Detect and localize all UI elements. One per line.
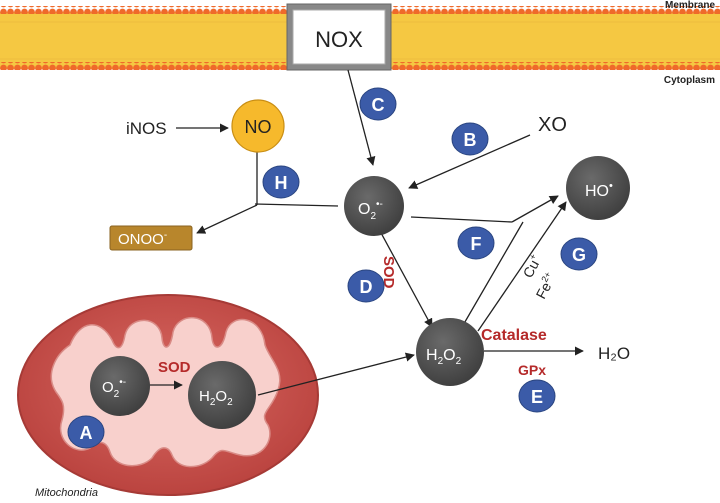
water-label: H₂O (598, 344, 630, 363)
xo-label: XO (538, 114, 567, 136)
marker-d: D (347, 269, 385, 303)
copper-label: Cu+ (519, 252, 545, 280)
iron-label: Fe2+ (532, 270, 560, 301)
nox-to-superoxide-arrow (347, 69, 376, 166)
hydroxyl-radical-node: HO• (566, 156, 630, 220)
marker-b: B (451, 122, 489, 156)
h2o2-to-junction2-line (461, 221, 524, 328)
svg-text:F: F (471, 234, 482, 254)
mito-superoxide-node: O2•- (90, 356, 150, 416)
cytoplasm-label: Cytoplasm (664, 75, 715, 86)
svg-text:H: H (275, 173, 288, 193)
junction2-to-hydroxyl-arrow (511, 195, 559, 223)
superoxide-node: O2•- (344, 176, 404, 236)
membrane-label: Membrane (665, 0, 715, 11)
svg-text:G: G (572, 245, 586, 265)
no-label: NO (245, 117, 272, 137)
inos-label: iNOS (126, 119, 167, 138)
pathway-arrows (148, 69, 584, 396)
mito-h2o2-label: H2O2 (199, 388, 233, 408)
mitochondria-label: Mitochondria (35, 487, 98, 499)
h2o2-label: H2O2 (426, 347, 462, 367)
mito-superoxide-label: O2•- (102, 377, 126, 400)
h2o2-node: H2O2 (416, 318, 484, 386)
nitric-oxide-node: NO (231, 99, 285, 153)
marker-g: G (560, 237, 598, 271)
mito-h2o2-export-arrow (257, 352, 415, 396)
svg-text:E: E (531, 387, 543, 407)
svg-text:C: C (372, 95, 385, 115)
superoxide-label: O2•- (358, 199, 383, 222)
nox-label: NOX (315, 27, 363, 52)
marker-h: H (262, 165, 300, 199)
nox-node: NOX (286, 3, 392, 71)
gpx-label: GPx (518, 362, 546, 378)
superoxide-to-junction2-line (410, 216, 513, 223)
hydroxyl-label: HO• (585, 180, 613, 200)
superoxide-to-junction-line (254, 203, 339, 207)
svg-text:B: B (464, 130, 477, 150)
marker-c: C (359, 87, 397, 121)
marker-e: E (518, 379, 556, 413)
marker-f: F (457, 226, 495, 260)
mito-h2o2-node: H2O2 (188, 361, 256, 429)
mitochondria (17, 294, 319, 496)
xo-to-superoxide-arrow (408, 134, 531, 189)
peroxynitrite-node: ONOO- (109, 225, 193, 251)
junction-to-onoo-arrow (196, 204, 258, 234)
peroxynitrite-label: ONOO- (118, 230, 167, 248)
superoxide-to-h2o2-arrow (379, 230, 433, 328)
svg-text:D: D (360, 277, 373, 297)
marker-a: A (67, 415, 105, 449)
svg-text:A: A (80, 423, 93, 443)
catalase-label: Catalase (481, 327, 547, 344)
mito-sod-label: SOD (158, 359, 191, 376)
h2o2-to-hydroxyl-arrow (477, 201, 567, 332)
sod-label: SOD (380, 256, 397, 289)
